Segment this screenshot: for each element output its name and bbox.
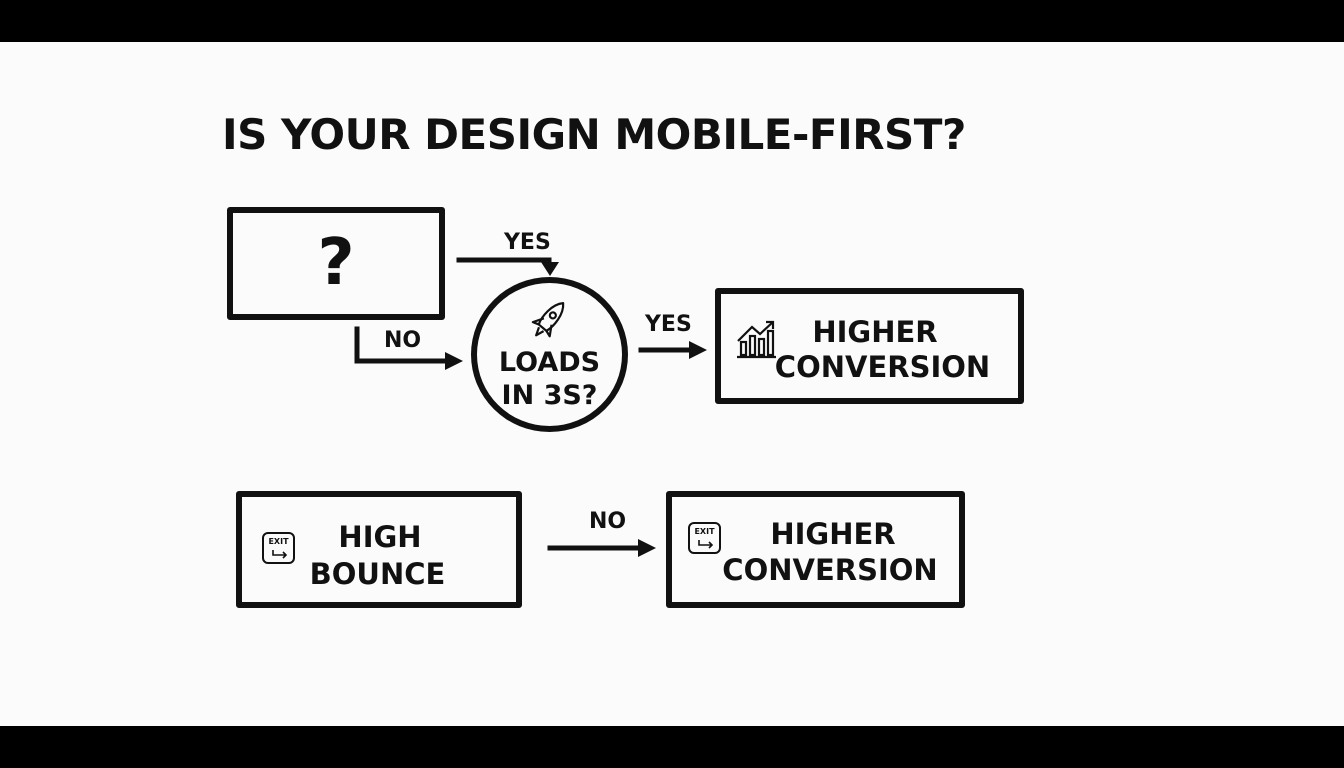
diagram-canvas (0, 42, 1344, 726)
exit-icon-text: EXIT (694, 527, 715, 536)
result-bottom-left-line2: BOUNCE (309, 557, 446, 591)
edge-label-yes-top: YES (504, 230, 551, 255)
question-mark: ? (317, 226, 355, 300)
result-top-line2: CONVERSION (774, 350, 991, 384)
edge-label-yes-right: YES (645, 312, 692, 337)
exit-icon-text: EXIT (268, 537, 289, 546)
edge-label-no-left: NO (384, 328, 422, 353)
decision-label-line1: LOADS (498, 347, 601, 378)
question-box (227, 207, 445, 320)
result-bottom-right-line1: HIGHER (770, 517, 896, 551)
result-high-bounce (236, 491, 522, 608)
result-bottom-right-line2: CONVERSION (722, 553, 938, 587)
exit-icon: EXIT (262, 532, 295, 564)
exit-icon: EXIT (688, 522, 721, 554)
result-bottom-left-line1: HIGH (338, 520, 422, 554)
result-top-line1: HIGHER (812, 315, 938, 349)
diagram-title: IS YOUR DESIGN MOBILE-FIRST? (222, 110, 966, 159)
decision-label-line2: IN 3S? (501, 380, 598, 411)
edge-label-no-bottom: NO (589, 509, 627, 534)
result-higher-conversion-top (715, 288, 1024, 404)
